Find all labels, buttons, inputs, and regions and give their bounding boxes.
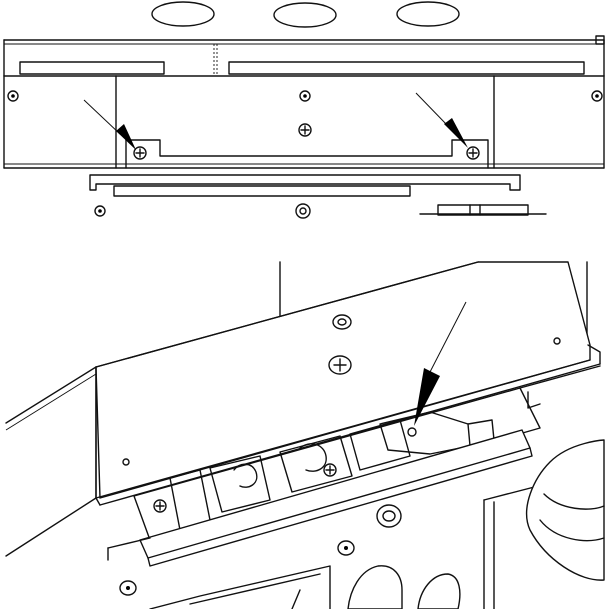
arrow-icon: [83, 99, 136, 150]
top-rail: [3, 35, 605, 77]
screw-icon: [332, 314, 352, 330]
screw-icon: [328, 355, 352, 375]
screw-icon: [376, 504, 402, 528]
screw-icon: [7, 90, 19, 102]
screw-icon: [153, 499, 167, 513]
screw-icon: [466, 146, 480, 160]
screw-icon: [122, 458, 130, 466]
arrow-icon: [415, 92, 468, 148]
screw-icon: [295, 203, 311, 219]
main-panel: [3, 75, 605, 169]
screw-icon: [133, 146, 147, 160]
oval-opening: [151, 1, 215, 27]
mechanism-opening: [133, 387, 541, 567]
screw-icon: [298, 123, 312, 137]
oval-opening: [396, 1, 460, 27]
lower-lip: [89, 174, 547, 216]
arrow-icon: [414, 301, 467, 426]
screw-icon: [337, 540, 355, 556]
lower-bar: [107, 504, 461, 609]
screw-icon: [119, 580, 137, 596]
screw-icon: [94, 205, 106, 217]
screw-icon: [299, 90, 311, 102]
right-assembly: [483, 365, 605, 609]
left-housing: [5, 366, 97, 557]
screw-icon: [323, 463, 337, 477]
screw-icon: [553, 337, 561, 345]
oval-opening: [273, 2, 337, 28]
screw-icon: [591, 90, 603, 102]
